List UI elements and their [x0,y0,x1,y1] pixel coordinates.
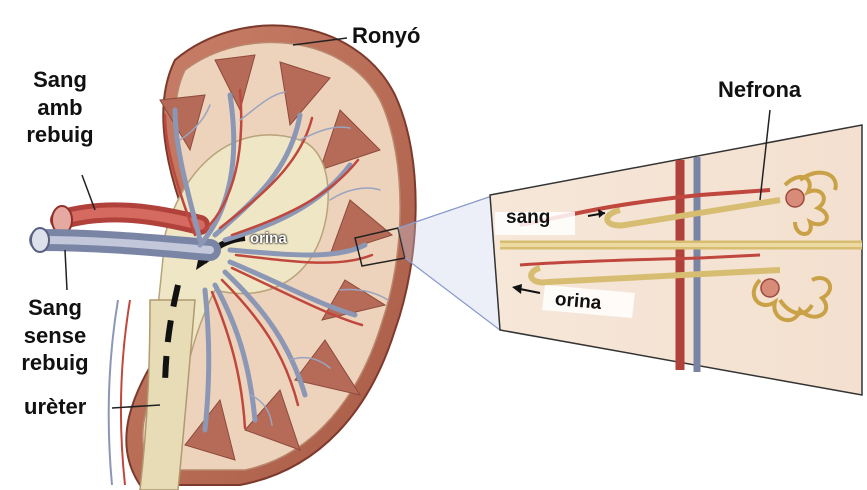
kidney-label: Ronyó [352,22,420,50]
inset-urine-label: orina [554,288,602,316]
inset-blood-label: sang [506,206,550,230]
blood-with-waste-label: Sang amb rebuig [6,66,114,149]
blood-without-waste-label: Sang sense rebuig [0,294,110,377]
nephron-label: Nefrona [718,76,801,104]
nephron-inset [490,125,862,395]
urine-kidney-label: orina [250,230,287,249]
ureter-label: urèter [24,393,86,421]
